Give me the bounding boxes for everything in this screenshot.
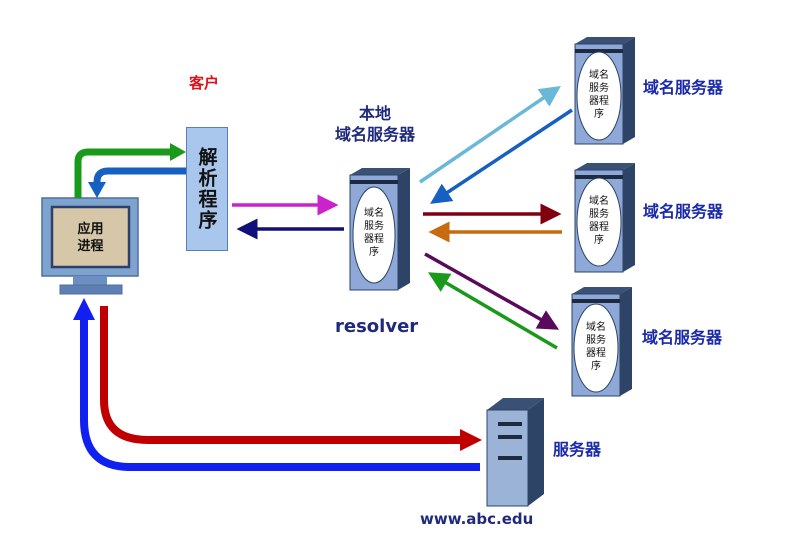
remote-server-label-1: 域名服务器 (643, 78, 724, 97)
local-server-label: 本地 域名服务器 (334, 104, 415, 144)
remote-server-label-2: 域名服务器 (643, 202, 724, 221)
arrow-web-server-to-process (80, 318, 480, 471)
arrow-reply-head (88, 182, 106, 198)
local-dns-server (349, 168, 410, 291)
web-server-label: 服务器 (553, 440, 602, 459)
arrow-remote-3-to-local (427, 272, 558, 350)
arrow-request-to-parser (74, 148, 172, 198)
remote-dns-server-1 (574, 37, 635, 145)
resolver-label: resolver (335, 316, 419, 337)
remote-dns-server-3 (571, 287, 632, 397)
arrow-request-head (170, 143, 186, 161)
arrow-to-web-server-head (460, 429, 482, 451)
arrow-remote-1-to-local (430, 108, 573, 204)
website-label: www.abc.edu (420, 510, 534, 528)
remote-server-program-label-3: 域名 服务 器程 序 (586, 322, 606, 372)
remote-server-program-label-1: 域名 服务 器程 序 (589, 70, 609, 120)
arrow-reply-to-process (93, 167, 186, 184)
local-server-program-label: 域名 服务 器程 序 (364, 208, 384, 258)
remote-server-label-3: 域名服务器 (642, 328, 723, 347)
arrow-process-to-web-server (100, 306, 462, 444)
arrow-to-process-head (73, 298, 95, 320)
remote-dns-server-2 (574, 163, 635, 273)
arrow-local-to-remote-1 (419, 86, 561, 184)
monitor (41, 197, 139, 295)
client-label: 客户 (189, 74, 220, 92)
remote-server-program-label-2: 域名 服务 器程 序 (589, 196, 609, 246)
process-label: 应用 进程 (77, 222, 104, 254)
parser-box: 解析程序 (186, 127, 228, 251)
web-server (486, 398, 544, 507)
arrow-local-to-remote-3 (424, 252, 560, 330)
